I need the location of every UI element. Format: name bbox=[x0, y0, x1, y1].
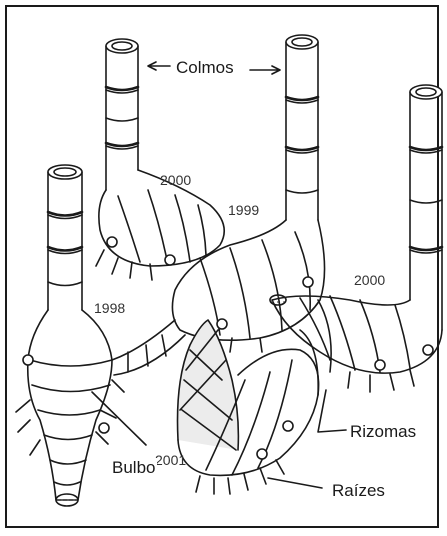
year-label-2001: 2001 bbox=[155, 452, 186, 468]
label-roots: Raízes bbox=[332, 481, 385, 501]
culms-arrow-right bbox=[250, 66, 280, 74]
culms-arrow-left bbox=[148, 62, 170, 70]
rhizomes-leader bbox=[318, 390, 346, 432]
year-label-1998: 1998 bbox=[94, 300, 125, 316]
year-label-1999: 1999 bbox=[228, 202, 259, 218]
roots-leader bbox=[268, 478, 322, 488]
year-label-2000-right: 2000 bbox=[354, 272, 385, 288]
year-label-2000-left: 2000 bbox=[160, 172, 191, 188]
shoot-2001 bbox=[178, 320, 319, 494]
culm-2000-right bbox=[270, 85, 442, 392]
label-culms: Colmos bbox=[176, 58, 234, 78]
culm-1998 bbox=[48, 165, 82, 310]
rhizome-link bbox=[112, 320, 185, 375]
culm-1999 bbox=[172, 35, 324, 352]
label-rhizomes: Rizomas bbox=[350, 422, 416, 442]
label-bulb: Bulbo bbox=[110, 458, 157, 478]
